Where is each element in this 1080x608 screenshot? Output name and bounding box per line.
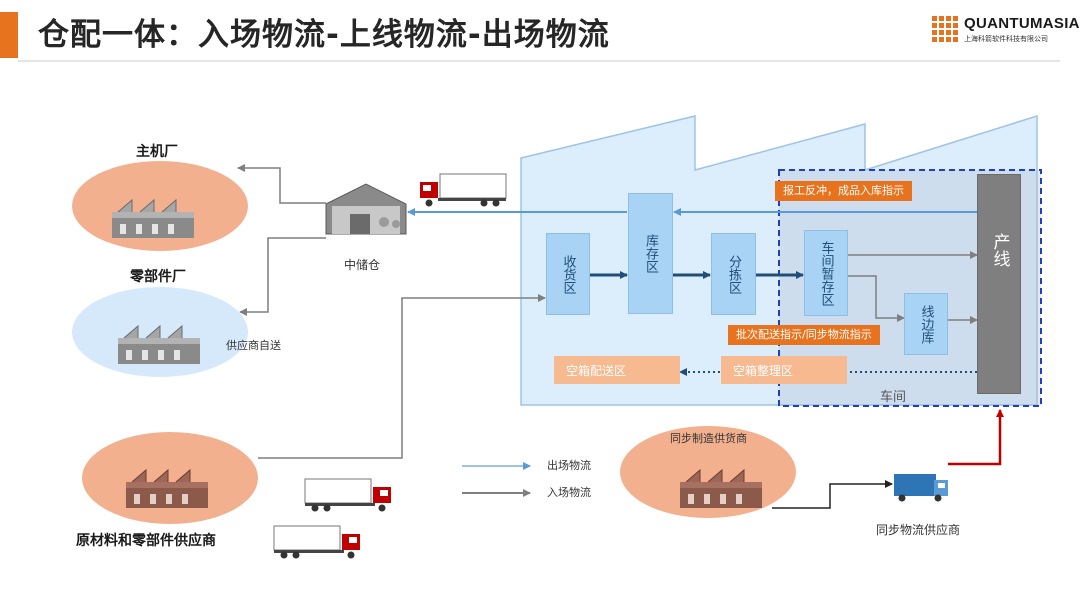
legend-outbound-label: 出场物流 [547,459,591,472]
logo-grid-icon [932,16,958,42]
zone-workshop-temp: 车间暂存区 [804,230,848,316]
truck-icon [304,478,391,512]
arrow-sync-mfg-to-sync-logistics [772,480,893,509]
instruction-report: 报工反冲，成品入库指示 [775,181,912,201]
sync-truck-icon [894,474,948,502]
zone-empty-box-sorting-label: 空箱整理区 [733,363,794,378]
factory-icon [112,198,194,238]
central-warehouse-label: 中储仓 [344,258,381,272]
warehouse-icon [325,183,407,235]
zone-production-line-label: 产线 [989,233,1010,267]
factory-icon [680,468,762,508]
parts-factory-label: 零部件厂 [130,269,186,285]
truck-icon [420,173,507,207]
arrow-raw-supplier-to-receiving [258,294,546,459]
arrow-warehouse-to-parts-factory [239,237,326,316]
title-divider [18,60,1060,62]
zone-empty-box-sorting: 空箱整理区 [721,356,847,384]
zone-empty-box-delivery: 空箱配送区 [554,356,680,384]
workshop-label: 车间 [880,390,907,405]
raw-material-supplier-label: 原材料和零部件供应商 [76,533,216,549]
main-factory-label: 主机厂 [136,144,178,160]
truck-icon [273,525,360,559]
zone-production-line: 产线 [977,174,1021,394]
sync-logistics-supplier-label: 同步物流供应商 [876,523,961,537]
raw-supplier-ellipse [82,432,258,524]
arrow-warehouse-to-main-factory [237,164,326,204]
company-logo: QUANTUMASIA 上海科箭软件科技有限公司 [932,15,1079,47]
zone-storage: 库存区 [628,193,673,314]
arrow-temp-to-line-side [848,275,905,322]
factory-icon [126,468,208,508]
zone-empty-box-delivery-label: 空箱配送区 [566,363,627,378]
zone-workshop-temp-label: 车间暂存区 [818,240,834,306]
zone-storage-label: 库存区 [643,234,658,273]
zone-line-side: 线边库 [904,293,948,355]
instruction-batch: 批次配送指示/同步物流指示 [728,325,880,345]
supplier-self-delivery-label: 供应商自送 [226,339,281,352]
zone-receiving: 收货区 [546,233,590,315]
zone-receiving-label: 收货区 [560,254,576,294]
logo-text: QUANTUMASIA [964,15,1080,32]
legend-inbound-label: 入场物流 [547,486,591,499]
sync-mfg-supplier-label: 同步制造供货商 [670,432,747,445]
zone-sorting: 分拣区 [711,233,756,315]
arrow-sync-logistics-to-line [948,409,1004,466]
factory-icon [118,324,200,364]
title-accent-bar [0,12,18,58]
zone-sorting-label: 分拣区 [726,254,741,294]
logo-subtext: 上海科箭软件科技有限公司 [964,35,1048,43]
page-title: 仓配一体：入场物流-上线物流-出场物流 [38,17,610,53]
zone-line-side-label: 线边库 [918,304,934,344]
